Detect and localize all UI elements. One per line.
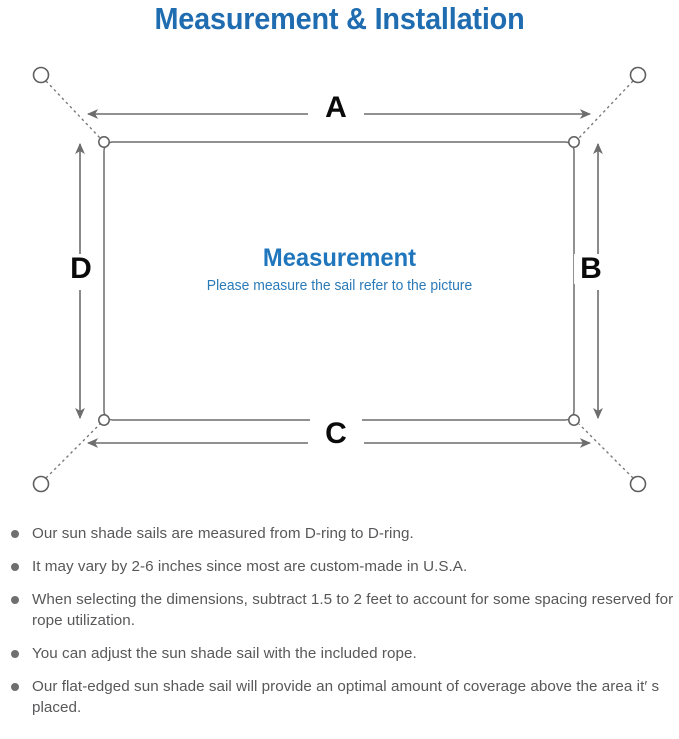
dimension-label-a: A	[310, 93, 362, 123]
sail-heading: Measurement	[262, 244, 417, 272]
d-ring-bottom-left-icon	[98, 414, 110, 426]
d-rings	[98, 136, 580, 426]
bullet-icon	[11, 530, 19, 538]
anchor-ring-bottom-left-icon	[32, 475, 50, 493]
note-text: It may vary by 2-6 inches since most are…	[32, 558, 468, 575]
note-text: Our sun shade sails are measured from D-…	[32, 525, 414, 542]
anchor-rings	[32, 66, 647, 493]
bullet-icon	[11, 683, 19, 691]
anchor-ring-top-left-icon	[32, 66, 50, 84]
dimension-label-b: B	[574, 254, 608, 284]
d-ring-bottom-right-icon	[568, 414, 580, 426]
anchor-ring-top-right-icon	[629, 66, 647, 84]
rope-bottom-left-icon	[45, 423, 101, 479]
dimension-label-c: C	[310, 419, 362, 449]
bullet-icon	[11, 596, 19, 604]
sail-measurement-diagram: Measurement Please measure the sail refe…	[0, 48, 679, 518]
note-text: When selecting the dimensions, subtract …	[32, 591, 674, 629]
sail-subheading: Please measure the sail refer to the pic…	[206, 278, 473, 294]
note-item: It may vary by 2-6 inches since most are…	[0, 556, 679, 577]
notes-list: Our sun shade sails are measured from D-…	[0, 523, 679, 730]
dimension-label-d: D	[64, 254, 98, 284]
note-item: Our flat-edged sun shade sail will provi…	[0, 676, 679, 718]
rope-bottom-right-icon	[578, 423, 634, 479]
d-ring-top-left-icon	[98, 136, 110, 148]
bullet-icon	[11, 650, 19, 658]
anchor-ring-bottom-right-icon	[629, 475, 647, 493]
note-text: You can adjust the sun shade sail with t…	[32, 645, 417, 662]
rope-top-right-icon	[578, 80, 634, 139]
rope-lines	[45, 80, 634, 479]
rope-top-left-icon	[45, 80, 101, 139]
note-item: When selecting the dimensions, subtract …	[0, 589, 679, 631]
note-item: Our sun shade sails are measured from D-…	[0, 523, 679, 544]
bullet-icon	[11, 563, 19, 571]
d-ring-top-right-icon	[568, 136, 580, 148]
note-text: Our flat-edged sun shade sail will provi…	[32, 678, 660, 716]
note-item: You can adjust the sun shade sail with t…	[0, 643, 679, 664]
page-title: Measurement & Installation	[154, 1, 525, 36]
